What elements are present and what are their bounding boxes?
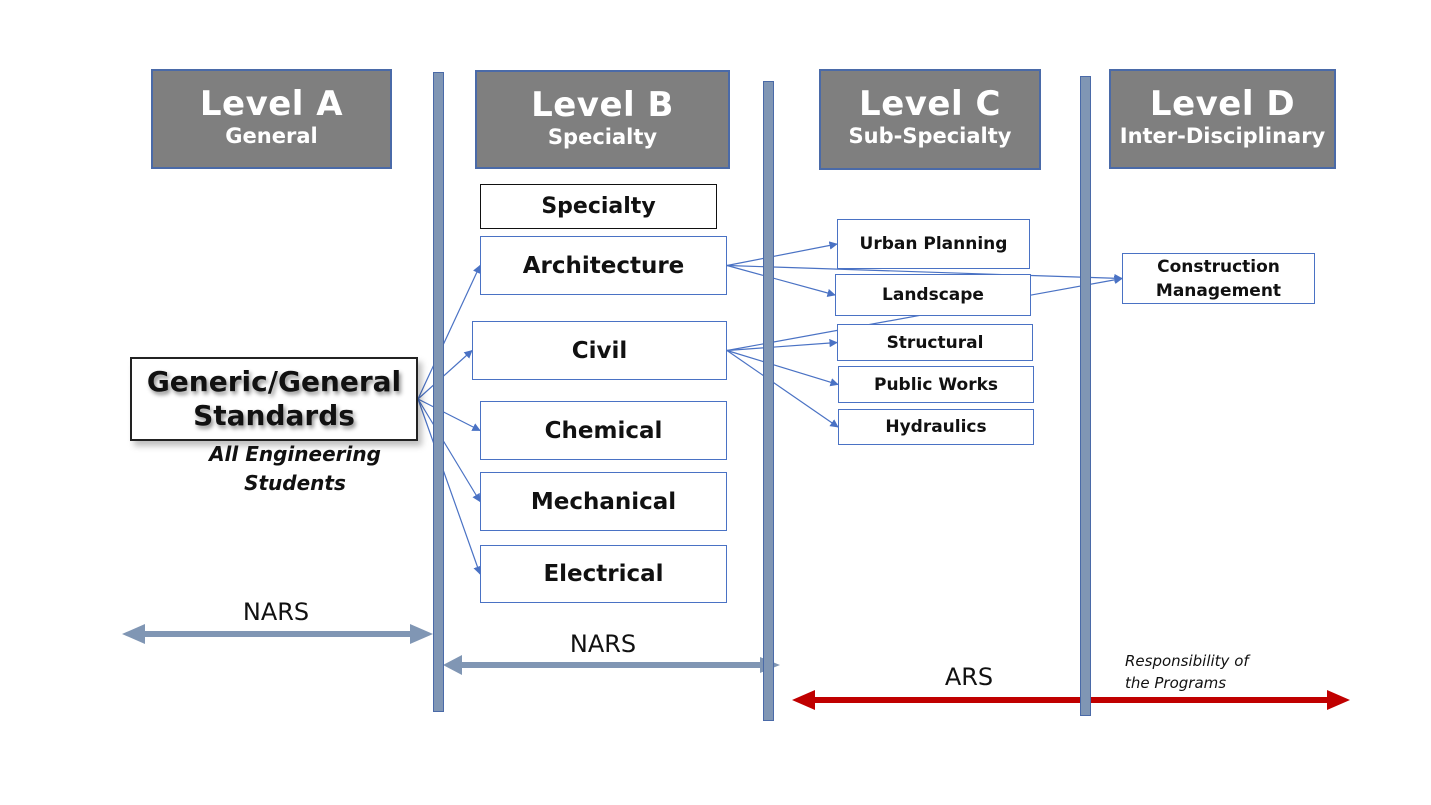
level-c-subtitle: Sub-Specialty [848,124,1012,148]
specialty-header: Specialty [480,184,717,229]
inter-disciplinary-construction-management: Construction Management [1122,253,1315,304]
connector-generic-general-standards-to-architecture [417,264,481,400]
responsibility-line1: Responsibility of [1125,652,1249,670]
level-d-subtitle: Inter-Disciplinary [1119,124,1326,148]
connector-generic-general-standards-to-civil [417,349,473,400]
specialty-mechanical: Mechanical [480,472,727,531]
connector-civil-to-hydraulics [726,350,839,428]
level-c-title: Level C [859,84,1001,124]
responsibility-line2: the Programs [1125,674,1227,692]
divider-b-c [763,81,774,721]
sub-specialty-hydraulics: Hydraulics [838,409,1034,445]
responsibility-note: Responsibility of the Programs [1125,650,1305,694]
divider-c-d [1080,76,1091,716]
nars-span-level-a [122,624,433,644]
all-engineering-students-note: All Engineering Students [180,440,410,498]
level-d-title: Level D [1149,84,1296,124]
connector-generic-general-standards-to-electrical [417,398,482,575]
connector-civil-to-structural [726,338,838,352]
specialty-electrical: Electrical [480,545,727,603]
note-line1: All Engineering [209,442,381,466]
connector-generic-general-standards-to-chemical [417,398,481,432]
nars-span-level-b [443,655,780,675]
specialty-architecture: Architecture [480,236,727,295]
specialty-chemical: Chemical [480,401,727,460]
generic-standards-line1: Generic/General [146,365,402,398]
connector-architecture-to-construction-management [726,264,1123,283]
specialty-civil: Civil [472,321,727,380]
level-c-header: Level C Sub-Specialty [819,69,1041,170]
level-a-subtitle: General [225,124,318,148]
nars-label-level-a: NARS [226,598,326,626]
note-line2: Students [244,471,346,495]
level-d-header: Level D Inter-Disciplinary [1109,69,1336,169]
connector-generic-general-standards-to-mechanical [417,398,481,503]
level-b-title: Level B [531,85,674,125]
connector-architecture-to-urban-planning [726,241,838,267]
sub-specialty-structural: Structural [837,324,1033,361]
level-b-header: Level B Specialty [475,70,730,169]
generic-standards-box: Generic/General Standards [130,357,418,441]
divider-a-b [433,72,444,712]
level-b-subtitle: Specialty [547,125,658,149]
construction-label: Construction [1157,256,1280,277]
sub-specialty-urban-planning: Urban Planning [837,219,1030,269]
sub-specialty-landscape: Landscape [835,274,1031,316]
level-a-title: Level A [199,84,344,124]
management-label: Management [1155,280,1282,301]
ars-label: ARS [928,663,1010,691]
nars-label-level-b: NARS [553,630,653,658]
level-a-header: Level A General [151,69,392,169]
sub-specialty-public-works: Public Works [838,366,1034,403]
connector-civil-to-public-works [726,349,839,387]
generic-standards-line2: Standards [193,399,355,432]
connector-architecture-to-landscape [726,264,836,298]
ars-span [792,690,1350,710]
